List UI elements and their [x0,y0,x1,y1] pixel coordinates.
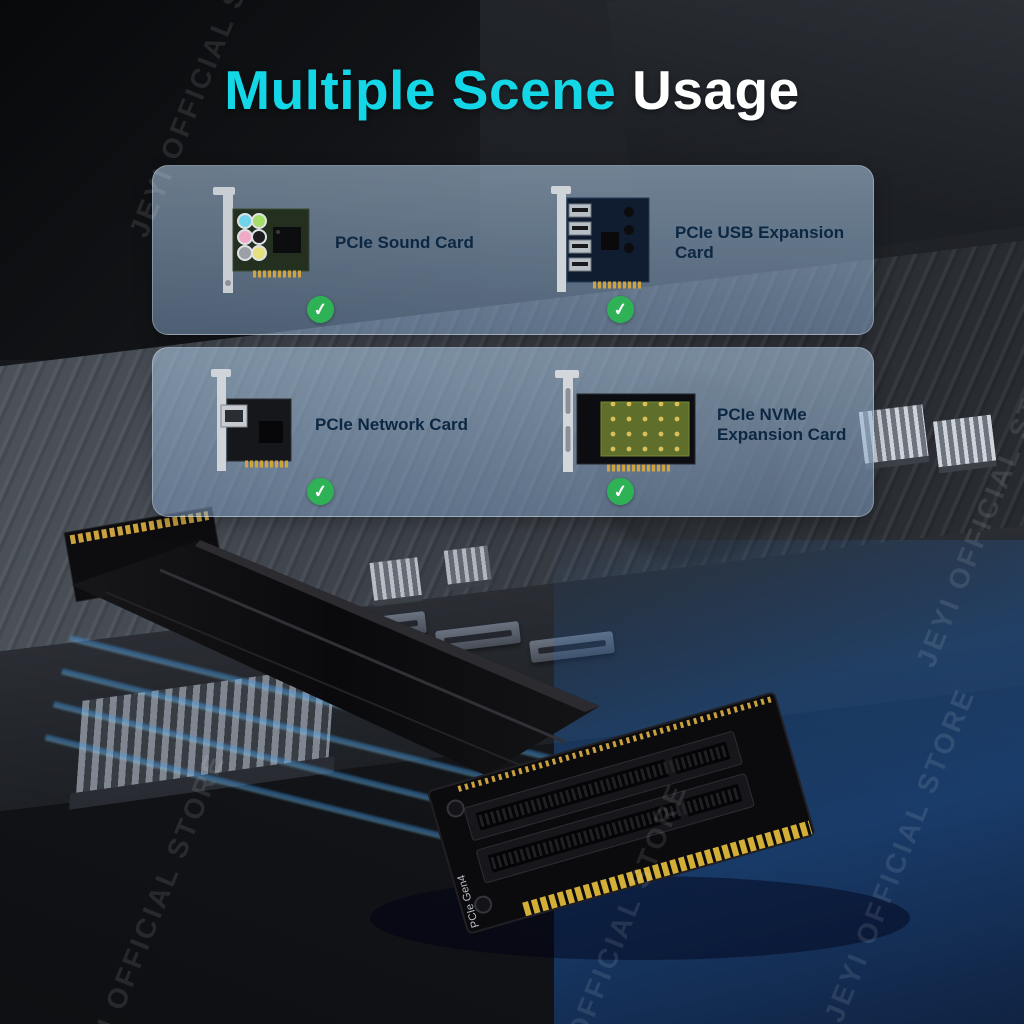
usage-item-label: PCIe USB Expansion Card [675,223,845,262]
usage-item-sound-card: PCIe Sound Card [153,166,531,334]
usage-item-label: PCIe NVMe Expansion Card [717,405,847,444]
pcie-network-card-image [201,365,301,485]
usage-item-label: PCIe Network Card [315,415,469,434]
usage-item-network-card: PCIe Network Card [153,348,531,516]
usage-item-label: PCIe Sound Card [335,233,474,252]
pcie-nvme-expansion-card-image [543,368,703,483]
title-highlight: Multiple Scene [224,59,617,121]
usage-panel-top: PCIe Sound Card [152,165,874,335]
title-rest: Usage [632,59,800,121]
usage-panel-bottom: PCIe Network Card [152,347,874,517]
page-title: Multiple Scene Usage [0,58,1024,122]
pcie-usb-expansion-card-image [543,182,661,305]
pin-header-shape [933,414,997,474]
usage-item-nvme-card: PCIe NVMe Expansion Card [531,348,873,516]
pin-header-shape [443,545,493,591]
usage-item-usb-card: PCIe USB Expansion Card [531,166,873,334]
pin-header-shape [369,557,423,607]
pcie-sound-card-image [201,181,321,306]
